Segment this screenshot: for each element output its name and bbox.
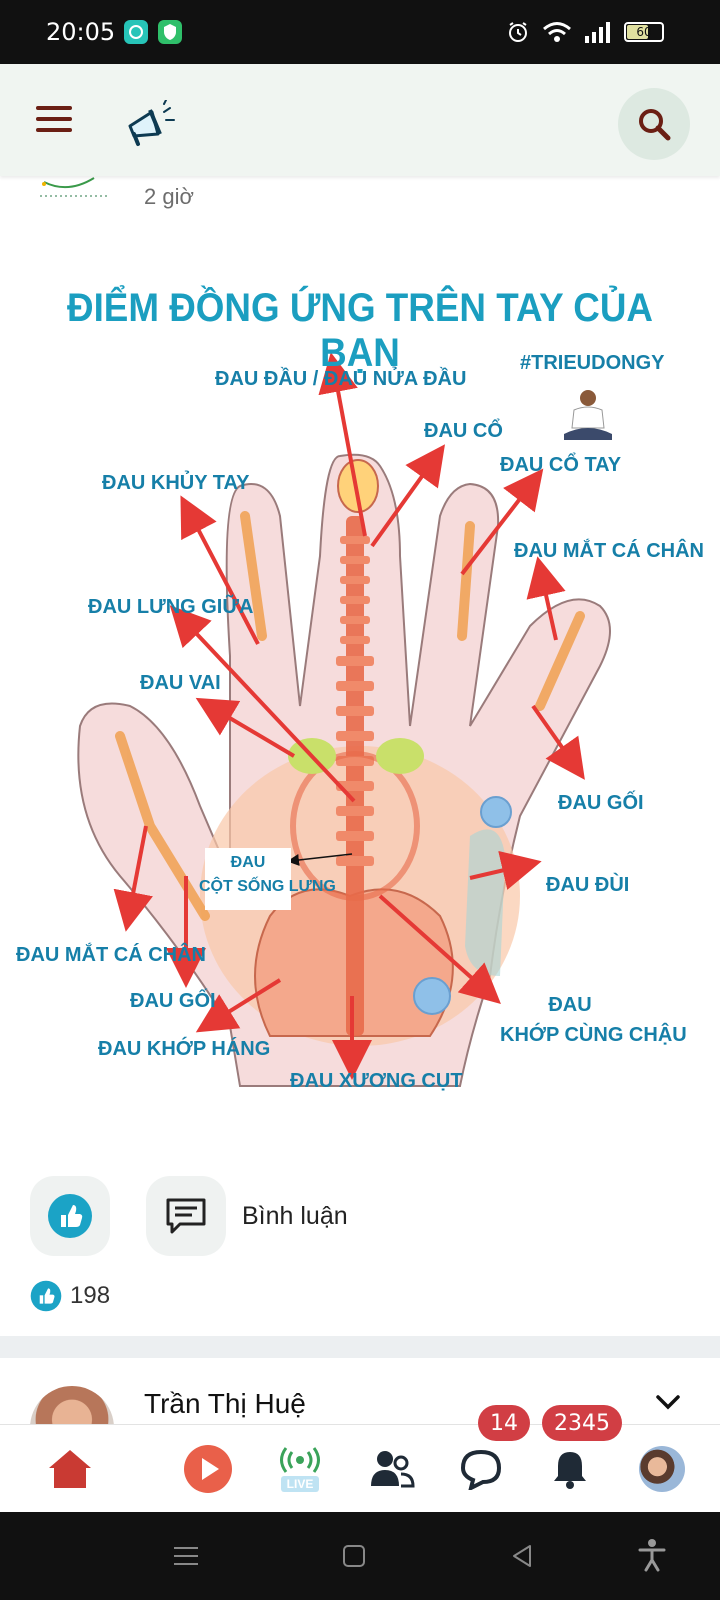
chevron-down-icon[interactable] bbox=[654, 1388, 682, 1416]
status-bar: 20:05 60 bbox=[0, 0, 720, 64]
nav-messages[interactable] bbox=[452, 1425, 512, 1513]
post-actions: Bình luận bbox=[0, 1176, 720, 1256]
app-notification-icon bbox=[124, 20, 148, 44]
nav-profile[interactable] bbox=[634, 1425, 690, 1513]
label-dau-goi-right: ĐAU GỐI bbox=[558, 792, 644, 814]
alarm-icon bbox=[509, 22, 527, 42]
like-button[interactable] bbox=[30, 1176, 110, 1256]
label-dau-cot-song-1: ĐAU bbox=[230, 854, 266, 871]
hand-skeleton-illustration bbox=[77, 352, 611, 1087]
label-dau-mat-ca-chan-right: ĐAU MẮT CÁ CHÂN bbox=[514, 540, 704, 562]
home-square-icon[interactable] bbox=[340, 1542, 368, 1570]
label-dau-khop-cung-chau-2: KHỚP CÙNG CHẬU bbox=[500, 1024, 687, 1046]
nav-notifications[interactable] bbox=[540, 1425, 600, 1513]
author-name[interactable]: Trần Thị Huệ bbox=[144, 1388, 306, 1419]
label-dau-co-tay: ĐAU CỔ TAY bbox=[500, 454, 622, 476]
nav-home[interactable] bbox=[40, 1425, 100, 1513]
friends-icon bbox=[371, 1451, 415, 1488]
system-navigation-bar bbox=[0, 1512, 720, 1600]
messages-badge: 14 bbox=[478, 1405, 530, 1441]
label-dau-dui: ĐAU ĐÙI bbox=[546, 874, 630, 896]
profile-avatar bbox=[639, 1446, 685, 1492]
post-header: 2 giờ bbox=[0, 176, 720, 228]
notifications-badge: 2345 bbox=[542, 1405, 622, 1441]
search-button[interactable] bbox=[618, 88, 690, 160]
page-logo-icon[interactable] bbox=[38, 176, 110, 204]
infographic-title: ĐIỂM ĐỒNG ỨNG TRÊN TAY CỦA BẠN bbox=[67, 286, 653, 375]
label-dau-dau: ĐAU ĐẦU / ĐAU NỬA ĐẦU bbox=[215, 368, 467, 390]
search-icon bbox=[639, 109, 671, 141]
label-dau-mat-ca-chan-left: ĐAU MẮT CÁ CHÂN bbox=[16, 944, 206, 966]
status-time: 20:05 bbox=[46, 18, 116, 46]
label-dau-cot-song-2: CỘT SỐNG LƯNG bbox=[199, 878, 336, 895]
label-dau-co: ĐAU CỔ bbox=[424, 420, 503, 442]
signal-icon bbox=[585, 22, 610, 43]
home-icon bbox=[49, 1450, 91, 1488]
comment-label[interactable]: Bình luận bbox=[242, 1202, 348, 1230]
battery-icon: 60 bbox=[624, 22, 664, 42]
comment-button[interactable] bbox=[146, 1176, 226, 1256]
next-post-header: Trần Thị Huệ bbox=[0, 1358, 720, 1430]
live-broadcast-icon bbox=[280, 1447, 320, 1473]
like-count: 198 bbox=[70, 1282, 111, 1309]
recent-apps-icon[interactable] bbox=[172, 1542, 200, 1570]
accessibility-icon[interactable] bbox=[638, 1538, 666, 1572]
thumbs-up-small-icon bbox=[30, 1280, 62, 1312]
wifi-icon bbox=[543, 22, 571, 42]
bottom-navigation: LIVE 14 2345 bbox=[0, 1405, 720, 1513]
label-box-cot-song: ĐAU CỘT SỐNG LƯNG bbox=[199, 848, 336, 910]
post-time: 2 giờ bbox=[144, 184, 194, 209]
hashtag-label: #TRIEUDONGY bbox=[520, 352, 665, 374]
play-icon bbox=[184, 1445, 232, 1493]
label-dau-xuong-cut: ĐAU XƯƠNG CỤT bbox=[290, 1070, 463, 1092]
label-dau-khop-hang: ĐAU KHỚP HÁNG bbox=[98, 1038, 271, 1060]
chat-bubble-icon bbox=[460, 1449, 502, 1490]
label-dau-khuy-tay: ĐAU KHỦY TAY bbox=[102, 472, 250, 494]
feed-separator bbox=[0, 1336, 720, 1358]
nav-video[interactable] bbox=[178, 1425, 238, 1513]
person-photo-icon bbox=[564, 390, 612, 440]
label-dau-vai: ĐAU VAI bbox=[140, 672, 221, 694]
thumbs-up-icon bbox=[48, 1194, 92, 1238]
live-label: LIVE bbox=[280, 1476, 320, 1492]
shield-notification-icon bbox=[158, 20, 182, 44]
top-app-bar bbox=[0, 64, 720, 176]
back-icon[interactable] bbox=[508, 1542, 536, 1570]
megaphone-icon[interactable] bbox=[122, 100, 178, 148]
label-dau-lung-giua: ĐAU LƯNG GIỮA bbox=[88, 596, 254, 618]
comment-icon bbox=[166, 1198, 206, 1234]
bell-icon bbox=[554, 1452, 586, 1489]
menu-button[interactable] bbox=[36, 106, 72, 134]
post-image[interactable]: ĐIỂM ĐỒNG ỨNG TRÊN TAY CỦA BẠN #TRIEUDON… bbox=[0, 256, 720, 1124]
nav-friends[interactable] bbox=[362, 1425, 422, 1513]
nav-live[interactable]: LIVE bbox=[270, 1425, 330, 1513]
label-dau-khop-cung-chau-1: ĐAU bbox=[548, 994, 592, 1016]
like-summary[interactable]: 198 bbox=[30, 1280, 110, 1312]
label-dau-goi-left: ĐAU GỐI bbox=[130, 990, 216, 1012]
